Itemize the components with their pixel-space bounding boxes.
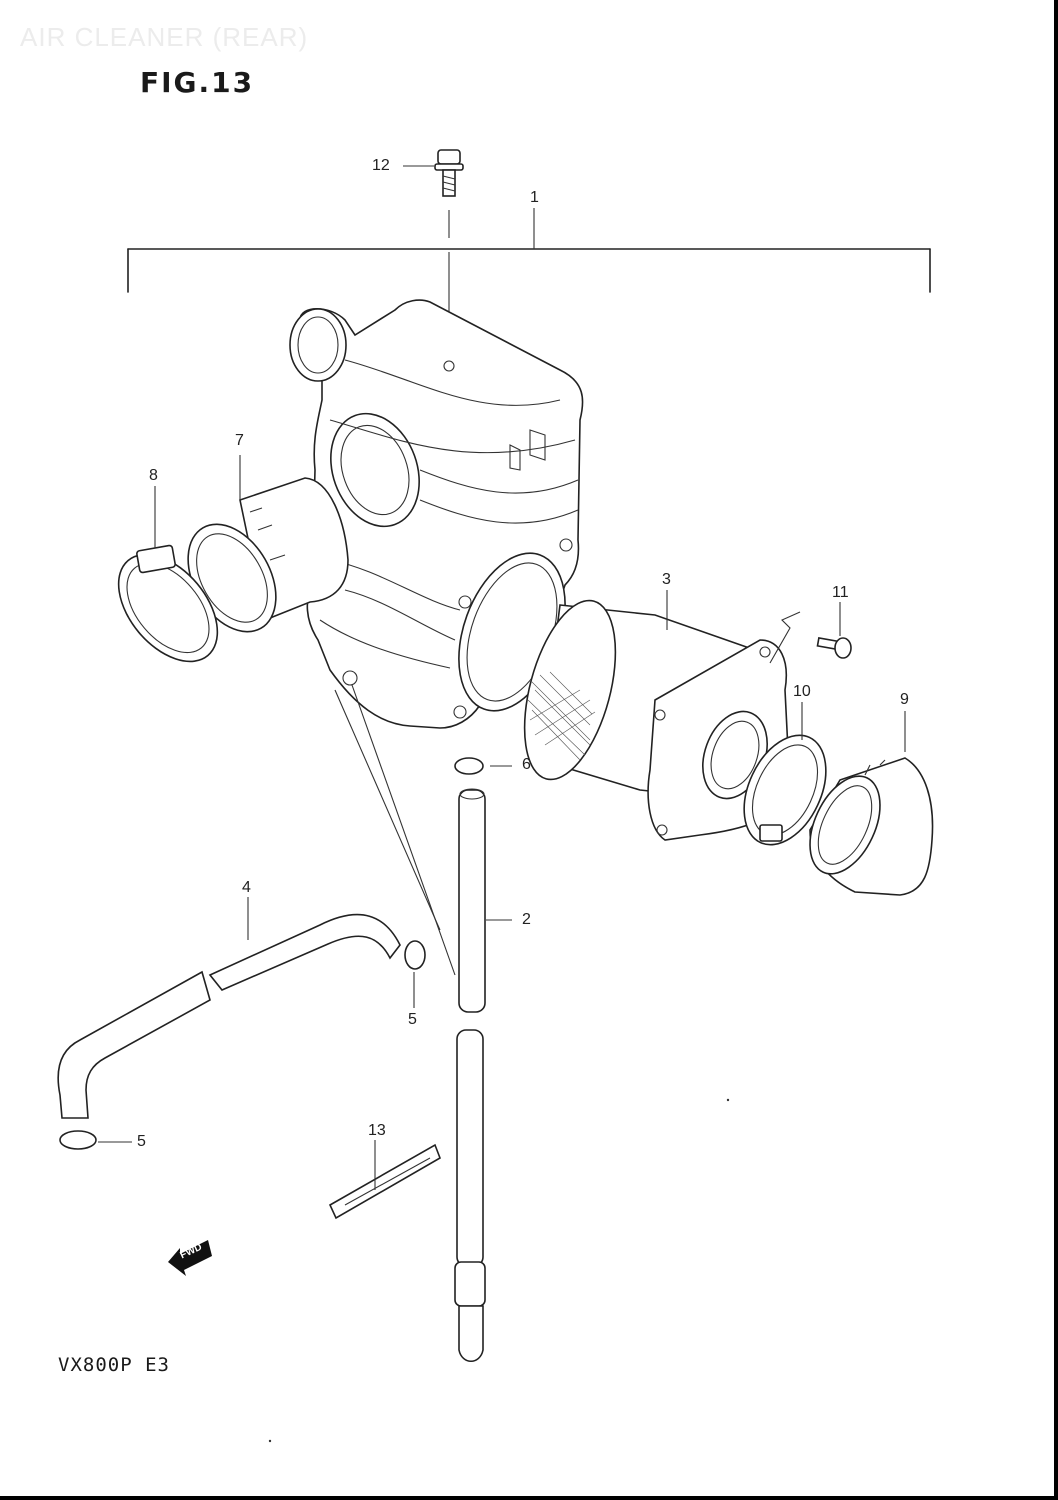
part-11-screw	[769, 602, 852, 664]
part-6-clip	[454, 757, 512, 775]
callout-1: 1	[530, 189, 539, 206]
callout-8: 8	[149, 467, 158, 484]
faded-section-title: AIR CLEANER (REAR)	[20, 22, 309, 52]
callout-10: 10	[793, 683, 811, 700]
right-border	[1054, 0, 1058, 1500]
part-5-clip-lower	[59, 1130, 132, 1150]
forward-arrow-icon	[168, 1240, 212, 1276]
model-code: VX800P E3	[58, 1354, 170, 1376]
callout-13: 13	[368, 1122, 386, 1139]
callout-3: 3	[662, 571, 671, 588]
part-10-hose-clamp	[743, 702, 827, 846]
bottom-border	[0, 1496, 1058, 1500]
callout-11: 11	[832, 584, 849, 601]
callout-12: 12	[372, 157, 390, 174]
figure-title: FIG.13	[140, 66, 255, 99]
part-5-clip-upper	[404, 940, 426, 1008]
housing-to-hose-leader	[334, 684, 456, 976]
callout-7: 7	[235, 432, 244, 449]
part-9-outlet-cap	[809, 711, 934, 896]
callout-9: 9	[900, 691, 909, 708]
part-8-hose-clamp	[117, 486, 219, 663]
callout-5-lower: 5	[137, 1133, 146, 1150]
callout-4: 4	[242, 879, 251, 896]
callout-6: 6	[522, 756, 531, 773]
callout-2: 2	[522, 911, 531, 928]
part-2-drain-hose	[454, 788, 512, 1363]
scan-speck	[726, 1098, 730, 1102]
part-13-hose-strap	[328, 1140, 441, 1220]
callout-5-upper: 5	[408, 1011, 417, 1028]
part-12-bolt	[403, 149, 464, 362]
part-4-breather-hose	[57, 897, 401, 1119]
part-1-assembly-bracket	[127, 208, 931, 293]
scan-speck	[268, 1439, 272, 1443]
